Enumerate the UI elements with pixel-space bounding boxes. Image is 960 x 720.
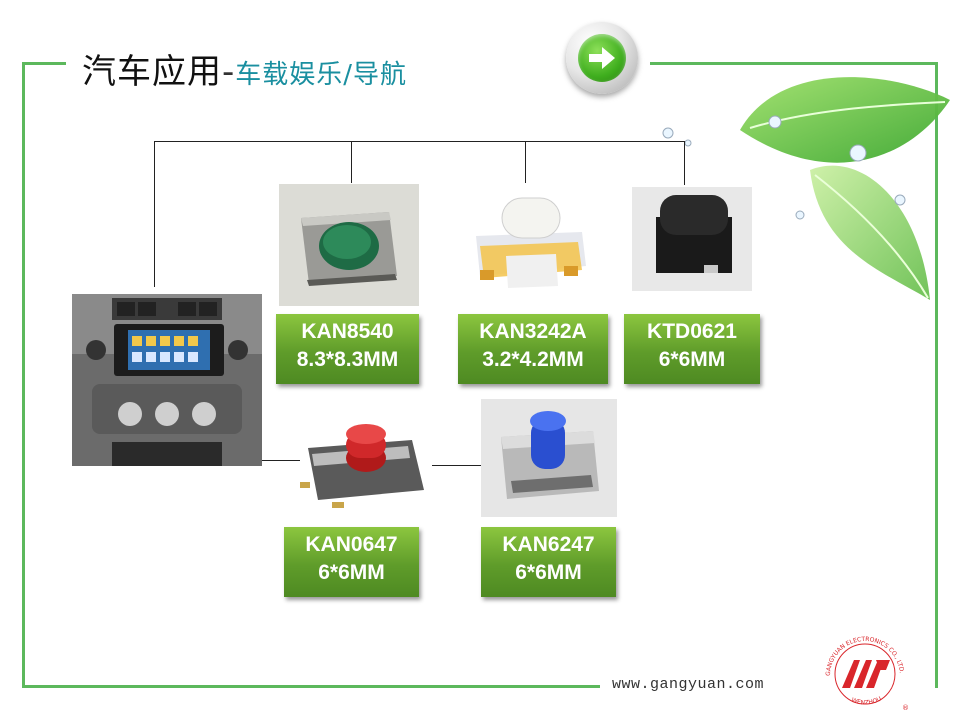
product-label-kan3242a: KAN3242A 3.2*4.2MM [458,314,608,384]
connector-drop-3 [684,141,685,185]
model-text: KAN8540 [301,320,394,343]
model-text: KAN3242A [479,320,587,343]
title-dash: - [222,52,236,92]
title-main-text: 汽车应用 [82,52,222,92]
next-arrow-button[interactable] [566,22,638,94]
product-label-ktd0621: KTD0621 6*6MM [624,314,760,384]
car-dashboard-image [72,294,262,466]
model-text: KTD0621 [647,320,737,343]
frame-left [22,62,25,688]
connector-bottom-1 [262,460,308,461]
size-text: 3.2*4.2MM [482,348,584,371]
connector-left-vertical [154,141,155,287]
connector-bottom-2 [430,465,482,466]
frame-right [935,62,938,688]
product-image-kan6247 [481,399,617,517]
svg-text:WENZHOU: WENZHOU [850,695,882,706]
product-image-kan3242a [466,186,592,294]
frame-bottom-left [22,685,600,688]
leaf-decoration-icon [662,77,950,300]
product-image-ktd0621 [632,187,752,291]
product-label-kan0647: KAN0647 6*6MM [284,527,419,597]
title-sub-text: 车载娱乐/导航 [235,60,408,90]
product-image-kan0647 [300,418,432,510]
model-text: KAN0647 [305,533,398,556]
model-text: KAN6247 [502,533,595,556]
connector-drop-2 [525,141,526,183]
size-text: 6*6MM [515,561,582,584]
connector-top-horizontal [154,141,684,142]
size-text: 6*6MM [318,561,385,584]
size-text: 6*6MM [658,348,726,371]
product-label-kan8540: KAN8540 8.3*8.3MM [276,314,419,384]
logo-subtext: WENZHOU [850,695,882,706]
connector-drop-1 [351,141,352,183]
page-title: 汽车应用-车载娱乐/导航 [82,44,407,93]
size-text: 8.3*8.3MM [296,348,399,371]
company-logo-icon: GANGYUAN ELECTRONICS CO., LTD. WENZHOU ® [825,636,909,712]
frame-top-left [22,62,66,65]
arrow-right-icon [578,34,626,82]
frame-top-right [650,62,938,65]
website-link[interactable]: www.gangyuan.com [612,676,765,693]
product-label-kan6247: KAN6247 6*6MM [481,527,616,597]
product-image-kan8540 [279,184,419,306]
svg-text:®: ® [902,704,909,712]
